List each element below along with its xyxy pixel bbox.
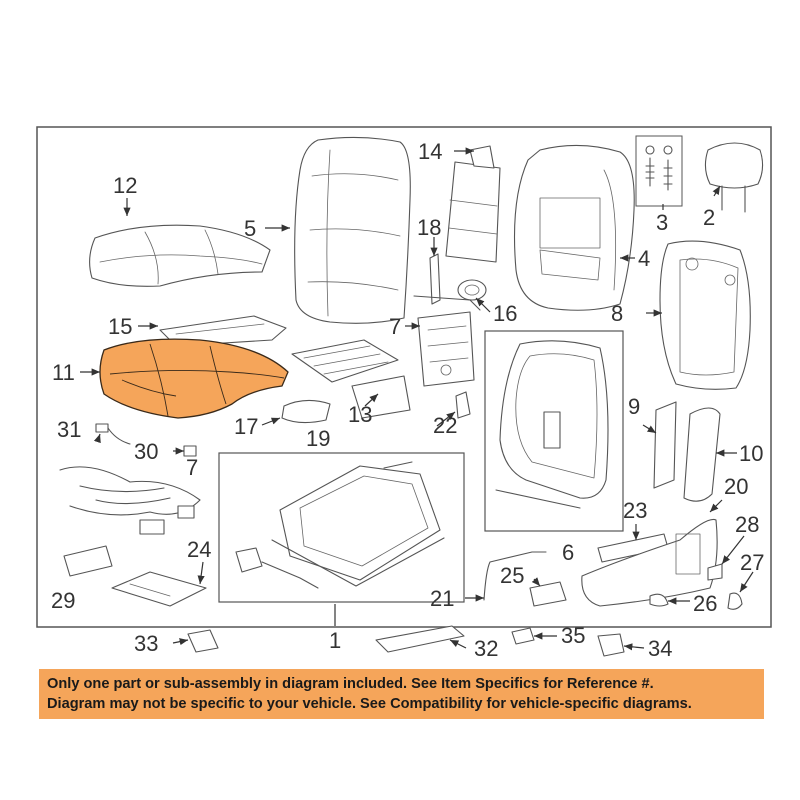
diagram-border xyxy=(36,126,772,628)
callout-10: 10 xyxy=(739,441,763,466)
callout-31: 31 xyxy=(57,417,81,442)
callout-14: 14 xyxy=(418,139,442,164)
callout-33: 33 xyxy=(134,631,158,656)
callout-9: 9 xyxy=(628,394,640,419)
part-8-seatback-frame xyxy=(659,240,751,390)
callout-25: 25 xyxy=(500,563,524,588)
callout-17: 17 xyxy=(234,414,258,439)
callout-3: 3 xyxy=(656,210,668,235)
callout-26: 26 xyxy=(693,591,717,616)
part-20-side-shield xyxy=(581,518,718,607)
part-5-seatback-cover xyxy=(294,136,411,324)
callout-4: 4 xyxy=(638,246,650,271)
part-22-bracket xyxy=(455,391,471,419)
part-33-cap xyxy=(187,629,219,653)
callout-16: 16 xyxy=(493,301,517,326)
callout-19: 19 xyxy=(306,426,330,451)
callout-35: 35 xyxy=(561,623,585,648)
callout-6: 6 xyxy=(562,540,574,565)
part-19-group-box xyxy=(218,452,465,603)
part-31-wire xyxy=(95,423,131,445)
part-25-handle xyxy=(529,581,567,607)
part-35-cap xyxy=(511,627,535,645)
wiring-harness xyxy=(59,466,201,535)
part-13-suspension xyxy=(291,339,411,419)
part-7-recliner xyxy=(417,311,475,387)
callout-2: 2 xyxy=(703,205,715,230)
callout-8: 8 xyxy=(611,301,623,326)
callout-20: 20 xyxy=(724,474,748,499)
part-14-back-panel xyxy=(445,145,501,263)
part-24-bracket xyxy=(111,571,207,607)
callout-11: 11 xyxy=(52,360,75,385)
part-4-seatback-shell xyxy=(513,144,635,311)
callout-labels: 12 5 14 18 16 7 15 11 13 17 22 4 8 2 3 9… xyxy=(51,139,764,661)
callout-32: 32 xyxy=(474,636,498,661)
part-2-headrest xyxy=(704,142,764,213)
part-9-trim xyxy=(653,401,677,489)
callout-15: 15 xyxy=(108,314,132,339)
notice-banner: Only one part or sub-assembly in diagram… xyxy=(39,669,764,719)
part-11-seat-cushion-highlighted xyxy=(99,338,289,419)
callout-13: 13 xyxy=(348,402,372,427)
part-3-fasteners xyxy=(635,135,683,207)
callout-23: 23 xyxy=(623,498,647,523)
part-6-seatback-frame xyxy=(495,340,609,509)
part-6-group-box xyxy=(484,330,624,532)
part-19-seat-adjuster xyxy=(235,461,445,589)
callout-12: 12 xyxy=(113,173,137,198)
part-21-rod xyxy=(483,551,547,601)
callout-30: 30 xyxy=(134,439,158,464)
part-28-knob xyxy=(707,563,723,581)
part-12-cushion-cover xyxy=(89,224,271,287)
part-32-trim xyxy=(375,625,465,653)
callout-1: 1 xyxy=(329,628,341,653)
part-17-clip xyxy=(281,399,331,424)
part-16-motor xyxy=(457,279,487,301)
highlighted-cushion xyxy=(99,338,289,419)
callout-7-lower: 7 xyxy=(186,455,198,480)
callout-leaders xyxy=(80,147,754,651)
part-29-module xyxy=(63,545,113,577)
callout-34: 34 xyxy=(648,636,672,661)
callout-27: 27 xyxy=(740,550,764,575)
callout-7-upper: 7 xyxy=(389,314,401,339)
callout-18: 18 xyxy=(417,215,441,240)
callout-5: 5 xyxy=(244,216,256,241)
callout-28: 28 xyxy=(735,512,759,537)
notice-line-1: Only one part or sub-assembly in diagram… xyxy=(47,676,654,692)
part-26-switch xyxy=(649,593,669,607)
callout-22: 22 xyxy=(433,413,457,438)
callout-24: 24 xyxy=(187,537,211,562)
callout-21: 21 xyxy=(430,586,454,611)
part-10-trim xyxy=(683,407,721,502)
callout-29: 29 xyxy=(51,588,75,613)
notice-line-2: Diagram may not be specific to your vehi… xyxy=(47,696,692,712)
part-34-bracket xyxy=(597,633,625,657)
part-27-cap xyxy=(727,592,743,610)
